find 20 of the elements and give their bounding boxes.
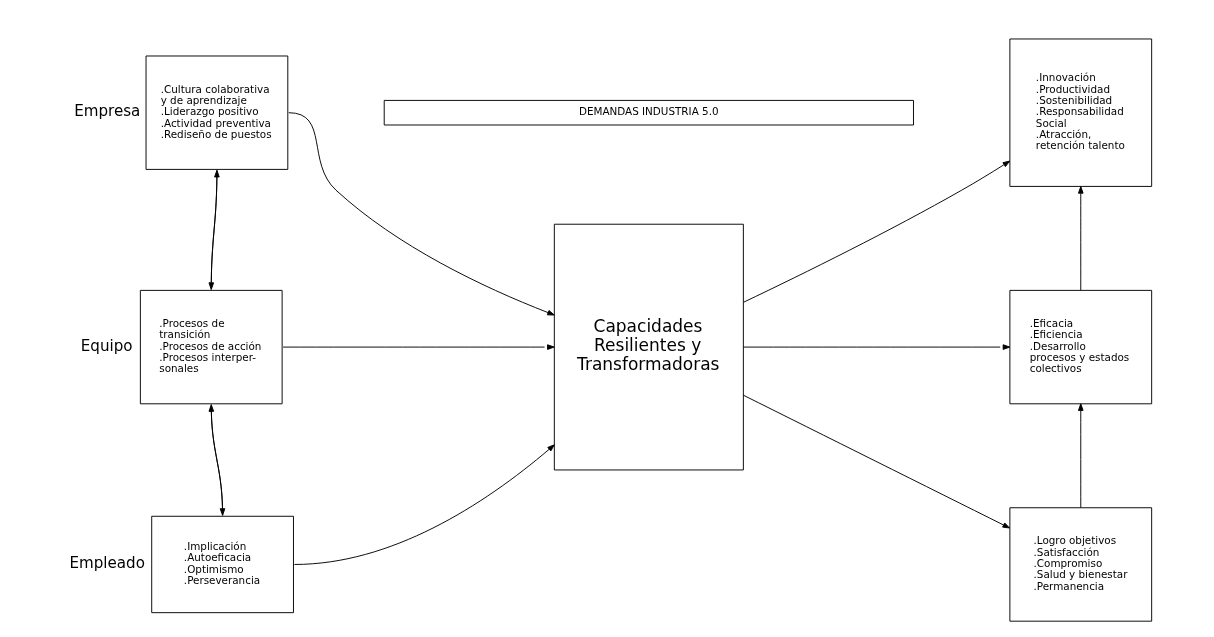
arrow	[282, 344, 555, 350]
arrow	[1077, 186, 1084, 291]
arrow	[210, 169, 220, 290]
arrow	[742, 160, 1010, 303]
arrow	[742, 394, 1010, 529]
node-label: Equipo	[80, 336, 133, 355]
node-box: .Eficacia .Eficiencia .Desarrollo procesos y estados colectivos	[1008, 289, 1152, 405]
node-label: Empleado	[68, 554, 145, 573]
node-box: .Logro objetivos .Satisfacción .Compromiso .Salud y bienestar .Permanencia	[1008, 507, 1152, 622]
arrow	[1077, 403, 1084, 509]
node-box: .Implicación .Autoeficacia .Optimismo .Perseverancia	[150, 515, 294, 614]
node-box: .Cultura colaborativa y de aprendizaje .Liderazgo positivo .Actividad preventiva .Rediseño de puestos	[145, 55, 288, 170]
arrow	[293, 444, 555, 565]
node-box: .Innovación .Productividad .Sostenibilidad .Responsabilidad Social .Atracción, retención talento	[1008, 38, 1152, 187]
arrow	[287, 112, 555, 316]
node-box: DEMANDAS INDUSTRIA 5.0	[383, 99, 914, 126]
node-box: Capacidades Resilientes y Transformadoras	[553, 223, 744, 471]
arrow	[742, 344, 1010, 350]
node-label: Empresa	[73, 102, 140, 121]
node-box: .Procesos de transición .Procesos de acción .Procesos interper- sonales	[139, 289, 283, 405]
